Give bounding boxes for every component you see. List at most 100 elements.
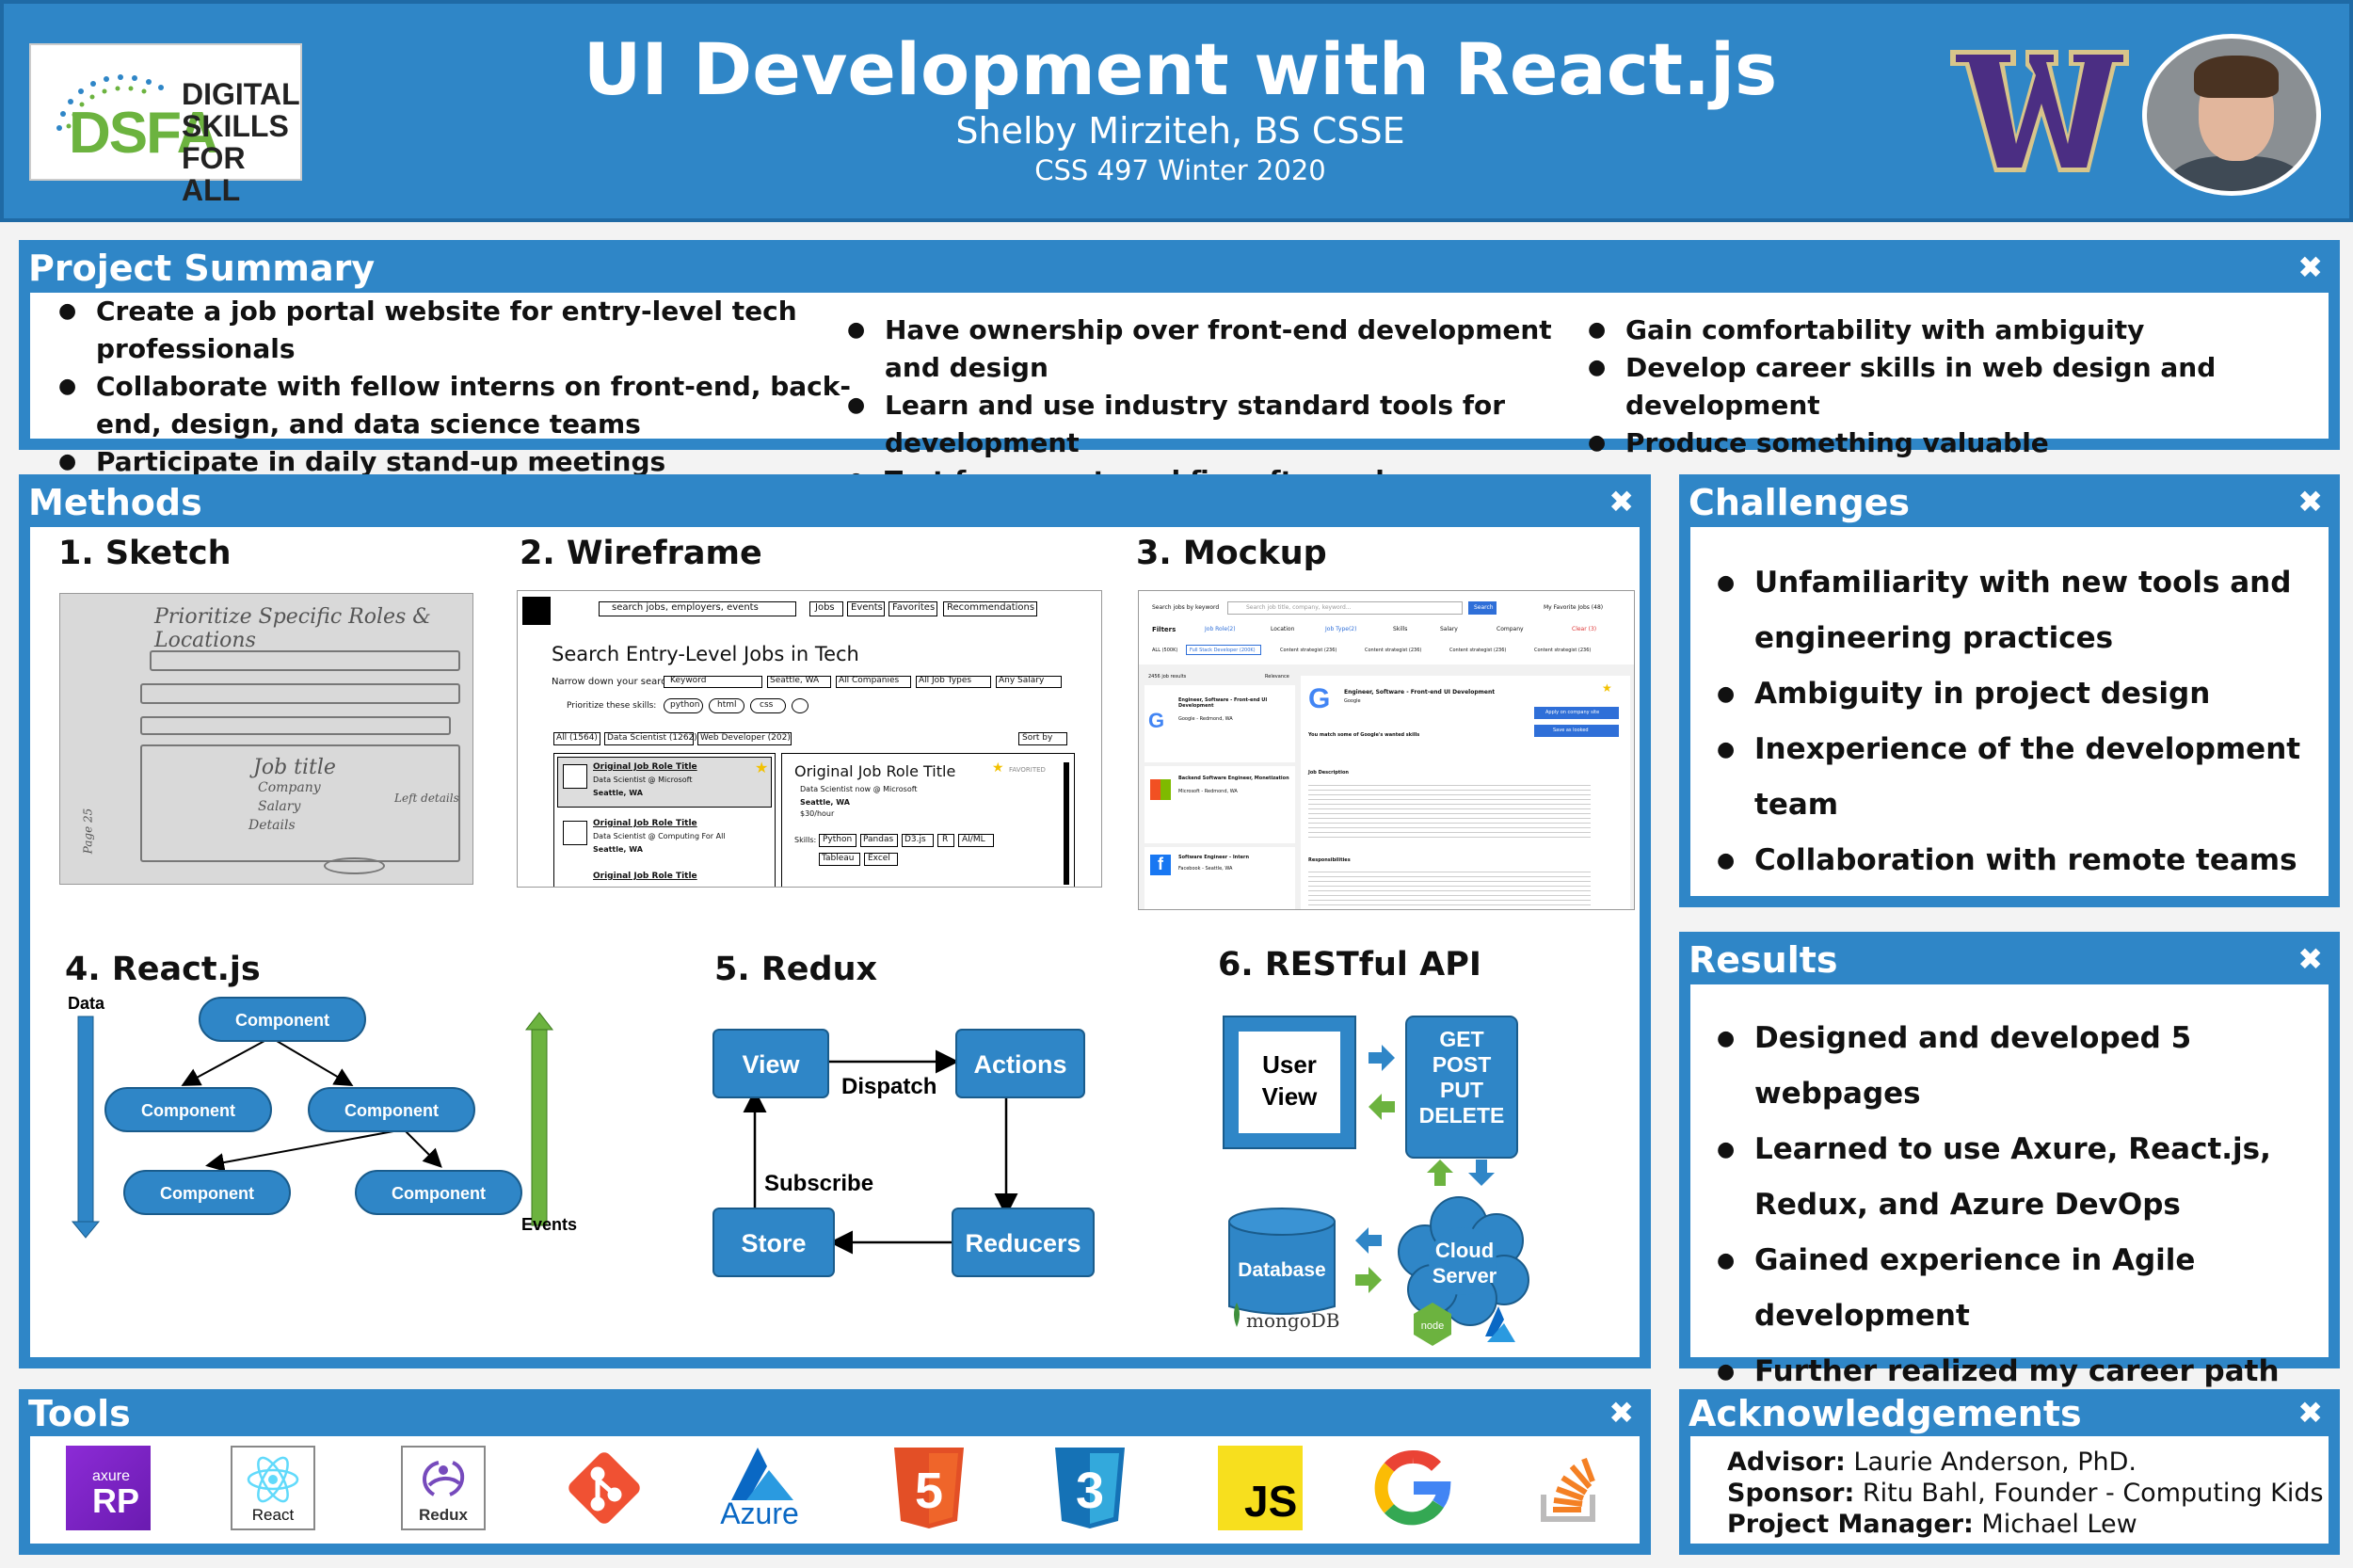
ack-sponsor-label: Sponsor: (1727, 1479, 1855, 1508)
star-icon: ★ (755, 759, 769, 776)
wf-search: search jobs, employers, events (612, 602, 759, 613)
section-mockup: 3. Mockup (1136, 535, 1327, 572)
ack-sponsor: Sponsor: Ritu Bahl, Founder - Computing … (1727, 1478, 2324, 1509)
mu-text: Relevance (1265, 674, 1289, 680)
list-item: Further realized my career path (1707, 1344, 2329, 1400)
up-arrow-icon (524, 1012, 554, 1031)
wf-skill: Excel (868, 854, 890, 863)
star-icon: ★ (992, 760, 1004, 776)
dots-arc-icon (56, 74, 164, 131)
summary-col2: Have ownership over front-end developmen… (838, 312, 1572, 500)
wf-list-company: Data Scientist @ Computing For All (593, 832, 726, 840)
list-item: Inexperience of the development team (1707, 722, 2310, 833)
panel-heading: Challenges (1683, 478, 2336, 527)
acknowledgements-panel: Acknowledgements ✖ (1679, 1389, 2340, 1555)
up-arrow-icon (1427, 1160, 1453, 1186)
mu-text: Content strategist (236) (1280, 648, 1337, 653)
list-item: Ambiguity in project design (1707, 666, 2310, 722)
redux-diagram: Dispatch Subscribe View Actions Store Re… (712, 1029, 1095, 1277)
nodejs-icon (1414, 1303, 1451, 1346)
mu-text: Full Stack Developer (200K) (1190, 648, 1256, 653)
mu-text: Salary (1440, 626, 1458, 632)
wf-skill: Tableau (822, 854, 855, 863)
mu-job-title: Software Engineer - Intern (1178, 855, 1250, 860)
wf-field: All Job Types (919, 676, 972, 685)
google-icon: G (1148, 709, 1165, 732)
wf-skill: R (942, 835, 949, 844)
wf-tab: All (1564) (556, 733, 598, 743)
git-icon (568, 1452, 640, 1524)
cloud-icon (1398, 1196, 1529, 1326)
mu-text: Job Type(2) (1325, 626, 1357, 632)
react-icon: React (231, 1446, 315, 1530)
ack-pm-value: Michael Lew (1973, 1510, 2137, 1539)
results-panel: Results ✖ Designed and developed 5 webpa… (1679, 932, 2340, 1400)
ack-pm-label: Project Manager: (1727, 1510, 1974, 1539)
mu-text: Location (1271, 626, 1295, 632)
close-icon[interactable]: ✖ (1609, 484, 1634, 520)
svg-text:5: 5 (915, 1463, 943, 1519)
left-arrow-icon (1355, 1227, 1382, 1254)
mockup-image: Search jobs by keyword Search job title,… (1138, 590, 1635, 910)
wf-tab: Data Scientist (1262) (607, 733, 697, 743)
api-server-label: Server (1433, 1264, 1497, 1288)
wf-field: Keyword (670, 676, 707, 685)
close-icon[interactable]: ✖ (1609, 1395, 1634, 1431)
wf-narrow: Narrow down your search: (552, 677, 676, 687)
azure-logo-icon: Azure (712, 1446, 807, 1530)
list-item: Learned to use Axure, React.js, Redux, a… (1707, 1122, 2329, 1233)
left-arrow-icon (1369, 1094, 1395, 1120)
star-icon: ★ (1602, 681, 1612, 695)
close-icon[interactable]: ✖ (2297, 249, 2323, 285)
wf-fav: FAVORITED (1009, 766, 1046, 774)
challenges-list: Unfamiliarity with new tools and enginee… (1707, 555, 2310, 888)
mongodb-leaf-icon (1234, 1303, 1240, 1327)
wf-nav: Recommendations (947, 602, 1035, 613)
wf-skill: python (670, 700, 700, 710)
api-verb: GET (1439, 1027, 1483, 1051)
react-component-node: Component (344, 1101, 439, 1120)
wf-field: Any Salary (999, 676, 1045, 685)
logo-line2: SKILLS (182, 109, 289, 143)
section-react: 4. React.js (65, 951, 261, 988)
react-diagram: Data Events Component Component Componen… (68, 994, 577, 1239)
google-icon: G (1308, 683, 1331, 714)
section-wireframe: 2. Wireframe (520, 535, 762, 572)
list-item: Collaborate with fellow interns on front… (49, 368, 858, 443)
dsfa-logo: DSFA DIGITAL SKILLS FOR ALL (29, 43, 302, 206)
list-item: Learn and use industry standard tools fo… (838, 387, 1572, 462)
wf-field: All Companies (839, 676, 900, 685)
wf-skill: AI/ML (962, 835, 985, 844)
sketch-text: Left details (394, 792, 459, 805)
sketch-text: Job title (253, 756, 336, 779)
section-sketch: 1. Sketch (58, 535, 232, 572)
wf-nav: Jobs (815, 602, 835, 613)
close-icon[interactable]: ✖ (2297, 484, 2323, 520)
poster-course: CSS 497 Winter 2020 (1034, 154, 1326, 186)
mu-text: Company (1497, 626, 1524, 632)
google-logo-icon (1374, 1450, 1451, 1526)
mu-job-company: Google - Redmond, WA (1178, 716, 1233, 722)
project-summary-panel: Project Summary ✖ Create a job portal we… (19, 240, 2340, 500)
wf-detail-title: Original Job Role Title (794, 762, 956, 780)
sketch-text: Page 25 (81, 808, 95, 855)
poster-author: Shelby Mirziteh, BS CSSE (955, 110, 1405, 152)
panel-heading: Project Summary (23, 244, 2336, 293)
api-user-label: User (1262, 1050, 1317, 1079)
close-icon[interactable]: ✖ (2297, 941, 2323, 977)
close-icon[interactable]: ✖ (2297, 1395, 2323, 1431)
wf-detail-loc: Seattle, WA (800, 798, 850, 807)
api-verb: PUT (1440, 1078, 1483, 1102)
axure-rp-label: RP (92, 1481, 140, 1520)
mu-resp: Responsibilities (1308, 857, 1351, 863)
list-item: Designed and developed 5 webpages (1707, 1011, 2329, 1122)
mu-detail-title: Engineer, Software - Front-end UI Develo… (1344, 689, 1496, 696)
wf-skill: Python (823, 835, 853, 844)
mu-text: Content strategist (236) (1365, 648, 1422, 653)
wf-heading: Search Entry-Level Jobs in Tech (552, 643, 859, 665)
summary-col1: Create a job portal website for entry-le… (49, 293, 858, 481)
list-item: Develop career skills in web design and … (1578, 349, 2313, 424)
wf-list-company: Data Scientist @ Microsoft (593, 776, 693, 784)
wireframe-image: search jobs, employers, events Jobs Even… (517, 590, 1102, 888)
logo-line3: FOR ALL (182, 141, 246, 207)
